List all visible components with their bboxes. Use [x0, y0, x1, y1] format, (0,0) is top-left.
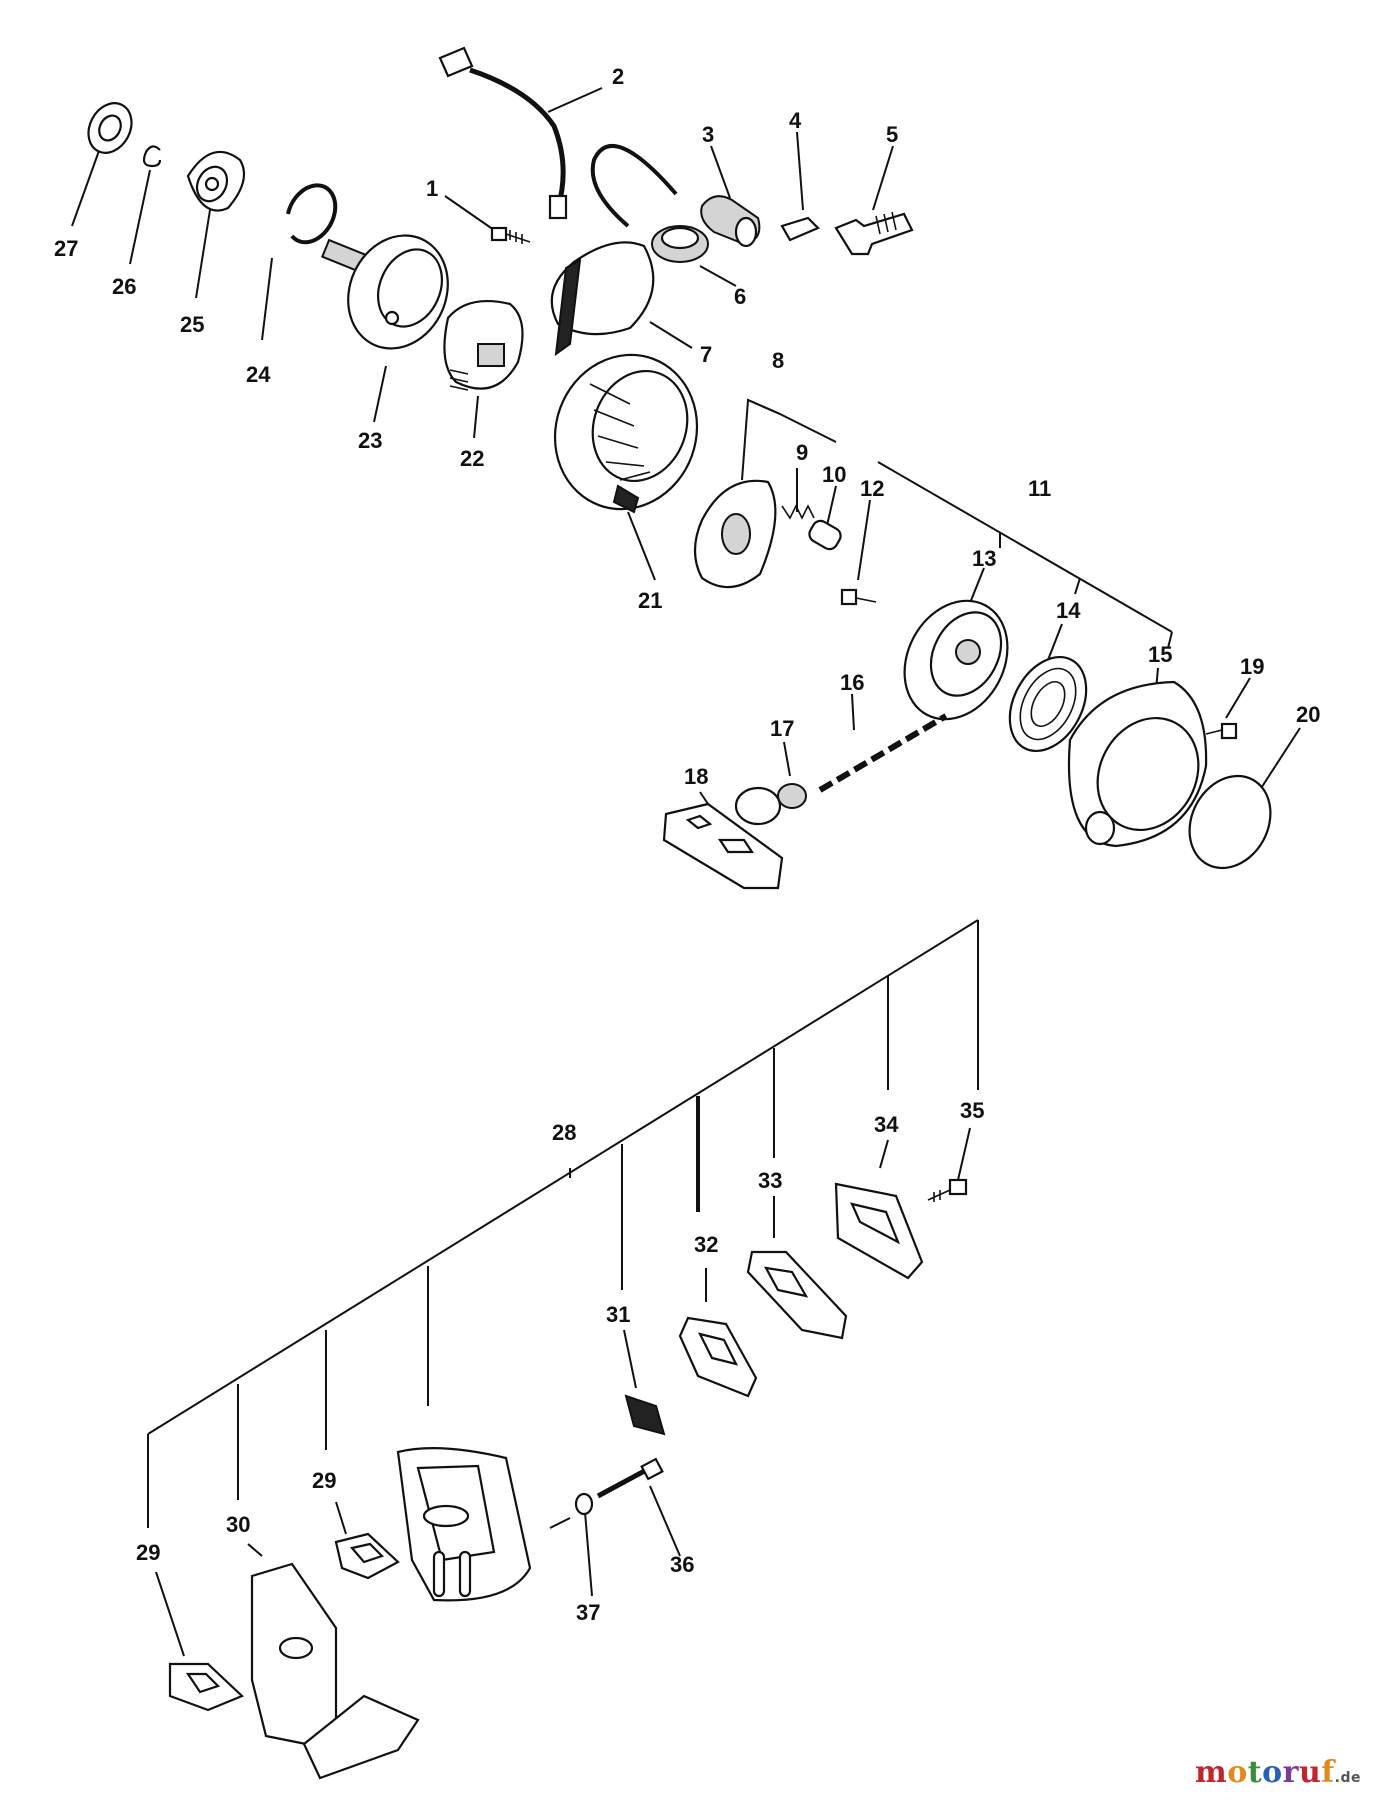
label-2: 2	[612, 64, 624, 89]
label-31: 31	[606, 1302, 630, 1327]
part-7-ignition-coil	[550, 144, 678, 357]
part-24-snap-ring	[286, 183, 338, 245]
label-29-left: 29	[136, 1540, 160, 1565]
label-19: 19	[1240, 654, 1264, 679]
part-15-starter-housing	[1067, 680, 1208, 848]
label-27: 27	[54, 236, 78, 261]
label-18: 18	[684, 764, 708, 789]
part-6-grommet	[651, 225, 709, 263]
label-17: 17	[770, 716, 794, 741]
part-18-handle	[662, 786, 784, 890]
part-8-pawl-carrier	[693, 479, 777, 589]
part-23-clutch-drum	[321, 234, 449, 350]
part-4-terminal	[780, 216, 820, 242]
part-34-gasket	[834, 1182, 924, 1280]
part-27-seal	[87, 102, 133, 154]
part-number-labels: 1 2 3 4 5 6 7 8 9 10 11 12 13 14 15 16 1…	[54, 64, 1320, 1625]
label-8: 8	[772, 348, 784, 373]
part-21-flywheel	[553, 353, 699, 514]
label-15: 15	[1148, 642, 1172, 667]
label-35: 35	[960, 1098, 984, 1123]
label-33: 33	[758, 1168, 782, 1193]
part-28-muffler	[396, 1447, 532, 1602]
label-7: 7	[700, 342, 712, 367]
label-5: 5	[886, 122, 898, 147]
part-35-screw	[927, 1178, 968, 1202]
label-22: 22	[460, 446, 484, 471]
part-30-heat-shield	[250, 1562, 420, 1780]
part-29-gasket-right	[334, 1532, 400, 1580]
part-37-washer	[574, 1492, 594, 1516]
label-20: 20	[1296, 702, 1320, 727]
label-29-right: 29	[312, 1468, 336, 1493]
label-9: 9	[796, 440, 808, 465]
label-1: 1	[426, 176, 438, 201]
part-16-rope	[818, 713, 948, 793]
label-4: 4	[789, 108, 802, 133]
label-16: 16	[840, 670, 864, 695]
part-29-gasket-left	[168, 1662, 244, 1712]
label-26: 26	[112, 274, 136, 299]
leader-lines	[71, 87, 1301, 1657]
part-32-gasket	[678, 1316, 758, 1398]
part-22-clutch	[443, 300, 524, 391]
part-9-spring	[781, 504, 815, 520]
parts	[87, 46, 1272, 1780]
part-10-pawl	[808, 519, 842, 551]
label-3: 3	[702, 122, 714, 147]
label-24: 24	[246, 362, 271, 387]
part-20-disc	[1188, 774, 1272, 870]
part-26-clip	[142, 145, 162, 168]
label-10: 10	[822, 462, 846, 487]
label-6: 6	[734, 284, 746, 309]
label-21: 21	[638, 588, 662, 613]
part-5-spark-plug	[834, 211, 914, 256]
label-36: 36	[670, 1552, 694, 1577]
part-31-plate	[624, 1394, 666, 1436]
part-1-screw	[490, 226, 531, 244]
part-3-boot	[700, 195, 761, 248]
label-12: 12	[860, 476, 884, 501]
label-13: 13	[972, 546, 996, 571]
part-17-grommet	[777, 783, 807, 809]
label-28: 28	[552, 1120, 576, 1145]
label-32: 32	[694, 1232, 718, 1257]
label-37: 37	[576, 1600, 600, 1625]
label-11: 11	[1028, 476, 1051, 501]
part-2-wire	[438, 46, 568, 220]
part-36-bolt	[596, 1457, 664, 1499]
label-34: 34	[874, 1112, 899, 1137]
label-30: 30	[226, 1512, 250, 1537]
part-33-gasket	[746, 1250, 848, 1340]
label-14: 14	[1056, 598, 1081, 623]
watermark-suffix: .de	[1334, 1770, 1361, 1786]
part-14-recoil-spring	[1008, 655, 1088, 753]
part-19-screw	[1205, 722, 1238, 740]
watermark-logo: motoruf motoruf.de	[1194, 1755, 1361, 1790]
label-23: 23	[358, 428, 382, 453]
part-25-bearing	[186, 150, 246, 212]
part-12-screw	[840, 588, 877, 606]
part-13-pulley	[903, 599, 1009, 721]
label-25: 25	[180, 312, 204, 337]
